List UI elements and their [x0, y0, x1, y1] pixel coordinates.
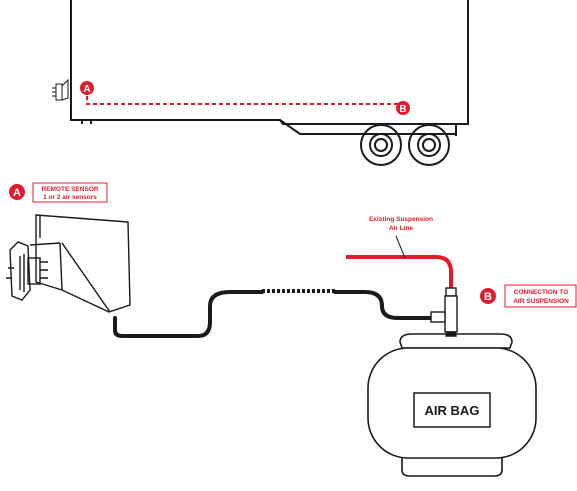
- existing-suspension-air-line: [346, 255, 453, 290]
- sensor-air-line: [113, 290, 264, 338]
- existing-line-leader: [395, 235, 406, 259]
- trailer-sensor-icon: [52, 78, 69, 101]
- remote-sensor-title: REMOTE SENSOR: [41, 186, 98, 193]
- marker-b-callout-letter: B: [484, 291, 492, 303]
- existing-line-label-1: Existing Suspension: [369, 216, 433, 223]
- remote-sensor-unit: [6, 214, 131, 313]
- marker-a-letter: A: [83, 84, 90, 95]
- marker-b-trailer: B: [396, 101, 410, 115]
- air-bag-label: AIR BAG: [425, 403, 480, 418]
- trailer-chassis: [279, 119, 457, 136]
- marker-b-letter: B: [399, 104, 406, 115]
- remote-sensor-subtitle: 1 or 2 air sensors: [43, 194, 97, 201]
- connection-title: CONNECTION TO: [514, 289, 568, 296]
- air-line-to-fitting: [333, 290, 434, 320]
- landing-gear: [81, 120, 92, 124]
- air-bag-top-plate: [399, 333, 513, 349]
- existing-line-label-2: Air Line: [389, 225, 414, 232]
- sensor-route-dashed: [86, 96, 401, 108]
- marker-a-trailer: A: [80, 81, 94, 95]
- tee-fitting: [430, 287, 458, 337]
- marker-a-callout: A: [9, 184, 25, 200]
- trailer-wheel-rear: [408, 124, 450, 166]
- air-bag-label-box: [413, 392, 491, 428]
- connection-label-box: [504, 284, 577, 308]
- air-bag: [367, 333, 537, 477]
- trailer-illustration: [70, 0, 469, 166]
- air-bag-base: [401, 458, 503, 477]
- connection-subtitle: AIR SUSPENSION: [513, 298, 569, 305]
- marker-b-callout: B: [480, 288, 496, 304]
- remote-sensor-label-box: [32, 182, 108, 203]
- marker-a-callout-letter: A: [13, 187, 21, 199]
- trailer-wheel-front: [360, 124, 402, 166]
